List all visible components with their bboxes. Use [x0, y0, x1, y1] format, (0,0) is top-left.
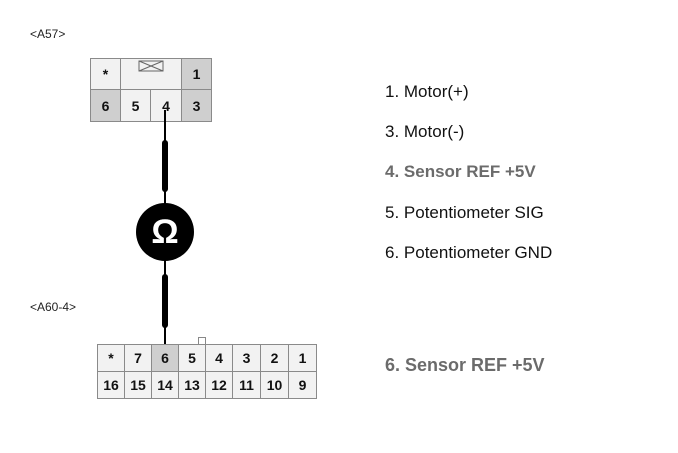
- pin-cell: 2: [260, 344, 289, 372]
- probe-wire: [164, 326, 166, 358]
- pin-cell: 15: [124, 371, 152, 399]
- pin-cell: 6: [90, 89, 121, 122]
- pin-cell: 13: [178, 371, 206, 399]
- pin-legend-item: 1. Motor(+): [385, 82, 469, 101]
- pin-cell: 3: [181, 89, 212, 122]
- probe-wire: [164, 260, 166, 276]
- pin-legend-item: 5. Potentiometer SIG: [385, 203, 544, 222]
- pin-cell: 5: [120, 89, 151, 122]
- pin-legend-item: 6. Potentiometer GND: [385, 243, 553, 262]
- probe-lead: [162, 140, 168, 192]
- pin-cell: 7: [124, 344, 152, 372]
- pin-cell: 12: [205, 371, 233, 399]
- pin-cell: 4: [205, 344, 233, 372]
- probe-wire: [164, 190, 166, 206]
- pin-cell: 11: [232, 371, 261, 399]
- connector-a57: * 1 6 5 4 3: [90, 58, 212, 122]
- connector-key-tab: [198, 337, 206, 344]
- lock-tab-cell: [120, 58, 182, 90]
- pin-cell: 1: [181, 58, 212, 90]
- pin-cell: 4: [150, 89, 182, 122]
- pin-cell: 14: [151, 371, 179, 399]
- pin-cell: *: [90, 58, 121, 90]
- connector-a60-4: * 7 6 5 4 3 2 1 16 15 14 13 12 11 10 9: [97, 344, 317, 399]
- probe-lead: [162, 274, 168, 328]
- pin-cell: 16: [97, 371, 125, 399]
- pin-cell: *: [97, 344, 125, 372]
- pin-cell: 9: [288, 371, 317, 399]
- pin-cell: 6: [151, 344, 179, 372]
- pin-cell: 5: [178, 344, 206, 372]
- ohmmeter-icon: Ω: [136, 203, 194, 261]
- connector-a57-label: <A57>: [30, 27, 66, 41]
- probe-wire: [164, 110, 166, 142]
- pin-cell: 1: [288, 344, 317, 372]
- pin-cell: 10: [260, 371, 289, 399]
- pin-legend-item-highlight: 4. Sensor REF +5V: [385, 162, 536, 181]
- lock-tab-icon: [138, 60, 164, 72]
- connector-a60-4-label: <A60-4>: [30, 300, 77, 314]
- pin-cell: 3: [232, 344, 261, 372]
- pin-legend-item: 3. Motor(-): [385, 122, 465, 141]
- bottom-pin-caption: 6. Sensor REF +5V: [385, 355, 545, 375]
